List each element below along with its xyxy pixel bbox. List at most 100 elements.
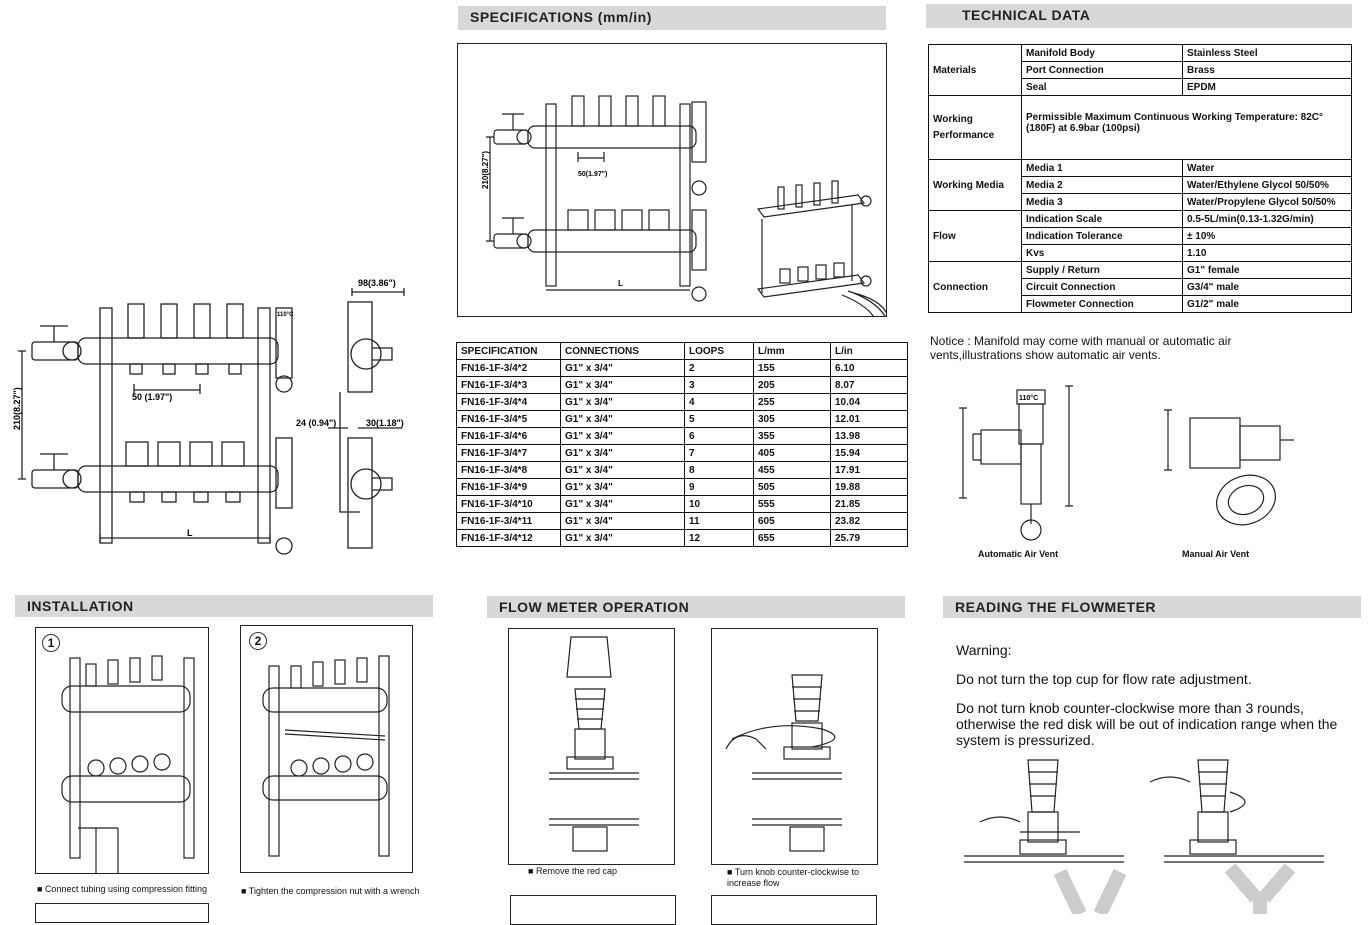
table-cell: Media 2 bbox=[1021, 176, 1183, 194]
flow-step-2-drawing bbox=[725, 674, 842, 852]
table-cell: 12 bbox=[684, 529, 754, 547]
flow-step-1-caption: ■ Remove the red cap bbox=[528, 866, 617, 877]
table-cell: 7 bbox=[684, 444, 754, 462]
flow-step-3-frame bbox=[510, 895, 676, 925]
table-cell: 605 bbox=[753, 512, 831, 530]
table-cell: Circuit Connection bbox=[1021, 278, 1183, 296]
table-cell: 455 bbox=[753, 461, 831, 479]
notice-text: Notice : Manifold may come with manual o… bbox=[930, 334, 1232, 362]
table-row: Materials Manifold Body Stainless Steel bbox=[928, 44, 1352, 96]
technical-data-header: TECHNICAL DATA bbox=[926, 4, 1352, 28]
table-cell: 17.91 bbox=[830, 461, 908, 479]
table-cell: Kvs bbox=[1021, 244, 1183, 262]
table-cell: 355 bbox=[753, 427, 831, 445]
spec-table-header-row: SPECIFICATION CONNECTIONS LOOPS L/mm L/i… bbox=[456, 342, 908, 360]
installation-step-2-caption: ■ Tighten the compression nut with a wre… bbox=[241, 886, 420, 897]
table-cell: EPDM bbox=[1182, 78, 1352, 96]
table-cell: 305 bbox=[753, 410, 831, 428]
vent-temp-label: 110°C bbox=[1019, 394, 1038, 402]
table-cell: 2 bbox=[684, 359, 754, 377]
automatic-air-vent-drawing: 110°C bbox=[959, 385, 1073, 541]
table-cell: Stainless Steel bbox=[1182, 44, 1352, 62]
table-cell: 21.85 bbox=[830, 495, 908, 513]
table-cell: Port Connection bbox=[1021, 61, 1183, 79]
table-cell: 15.94 bbox=[830, 444, 908, 462]
table-cell: G1" x 3/4" bbox=[560, 393, 685, 411]
step-number: 1 bbox=[42, 634, 60, 652]
table-cell: 0.5-5L/min(0.13-1.32G/min) bbox=[1182, 210, 1352, 228]
side-offset-a-label: 24 (0.94") bbox=[296, 418, 336, 428]
flow-step-1-frame bbox=[508, 628, 675, 865]
installation-step-1-frame: 1 bbox=[35, 627, 209, 874]
table-row: Connection Supply / Return G1" female bbox=[928, 261, 1352, 313]
manual-air-vent-drawing bbox=[1164, 409, 1294, 526]
step-caption-text: Connect tubing using compression fitting bbox=[44, 884, 208, 894]
warning-paragraph-2: Do not turn knob counter-clockwise more … bbox=[956, 700, 1338, 748]
table-cell: FN16-1F-3/4*12 bbox=[456, 529, 561, 547]
table-cell: G1" x 3/4" bbox=[560, 410, 685, 428]
spec-length-label: L bbox=[618, 279, 623, 288]
table-cell: Water/Propylene Glycol 50/50% bbox=[1182, 193, 1352, 211]
table-cell: 19.88 bbox=[830, 478, 908, 496]
tech-group-label: Connection bbox=[928, 261, 1022, 313]
specification-table: SPECIFICATION CONNECTIONS LOOPS L/mm L/i… bbox=[456, 342, 908, 547]
table-cell: FN16-1F-3/4*11 bbox=[456, 512, 561, 530]
table-cell: FN16-1F-3/4*3 bbox=[456, 376, 561, 394]
table-cell: Media 1 bbox=[1021, 159, 1183, 177]
table-row: Working Performance Permissible Maximum … bbox=[928, 95, 1352, 160]
table-cell: FN16-1F-3/4*4 bbox=[456, 393, 561, 411]
technical-data-table: Materials Manifold Body Stainless Steel … bbox=[928, 44, 1352, 313]
table-cell: 6.10 bbox=[830, 359, 908, 377]
table-cell: G1" x 3/4" bbox=[560, 512, 685, 530]
specifications-header: SPECIFICATIONS (mm/in) bbox=[458, 6, 886, 30]
table-cell: ± 10% bbox=[1182, 227, 1352, 245]
length-dimension-label: L bbox=[187, 528, 193, 538]
installation-step-2-drawing bbox=[262, 655, 390, 857]
table-cell: G1" female bbox=[1182, 261, 1352, 279]
reading-flowmeter-drawing bbox=[964, 759, 1324, 914]
spec-col-header: L/in bbox=[830, 342, 908, 360]
table-cell: 205 bbox=[753, 376, 831, 394]
spec-height-label: 210(8.27") bbox=[481, 151, 490, 189]
spec-col-header: L/mm bbox=[753, 342, 831, 360]
table-cell: 505 bbox=[753, 478, 831, 496]
manual-air-vent-label: Manual Air Vent bbox=[1182, 549, 1250, 559]
table-row: Flow Indication Scale 0.5-5L/min(0.13-1.… bbox=[928, 210, 1352, 262]
table-cell: 4 bbox=[684, 393, 754, 411]
installation-step-3-frame bbox=[35, 903, 209, 923]
bullet-icon: ■ bbox=[727, 867, 735, 877]
warning-paragraph-1: Do not turn the top cup for flow rate ad… bbox=[956, 671, 1252, 687]
automatic-air-vent-label: Automatic Air Vent bbox=[978, 549, 1059, 559]
table-cell: 12.01 bbox=[830, 410, 908, 428]
table-cell: 5 bbox=[684, 410, 754, 428]
table-cell: FN16-1F-3/4*2 bbox=[456, 359, 561, 377]
manifold-side-drawing: 98(3.86") 24 (0.94") 30(1.18") bbox=[296, 278, 405, 549]
table-cell: Seal bbox=[1021, 78, 1183, 96]
table-cell: 555 bbox=[753, 495, 831, 513]
table-cell: Supply / Return bbox=[1021, 261, 1183, 279]
table-cell: Media 3 bbox=[1021, 193, 1183, 211]
table-cell: Flowmeter Connection bbox=[1021, 295, 1183, 313]
table-cell: G1/2" male bbox=[1182, 295, 1352, 313]
table-cell: 155 bbox=[753, 359, 831, 377]
table-cell: 655 bbox=[753, 529, 831, 547]
table-cell: 13.98 bbox=[830, 427, 908, 445]
spec-col-header: CONNECTIONS bbox=[560, 342, 685, 360]
bullet-icon: ■ bbox=[37, 884, 45, 894]
table-cell: Indication Tolerance bbox=[1021, 227, 1183, 245]
installation-step-2-frame: 2 bbox=[240, 625, 413, 873]
table-cell: G1" x 3/4" bbox=[560, 529, 685, 547]
step-caption-text: Turn knob counter-clockwise to increase … bbox=[727, 867, 860, 888]
step-caption-text: Remove the red cap bbox=[535, 866, 617, 876]
spec-drawing-frame: 210(8.27") 50(1.97") L bbox=[457, 43, 889, 326]
